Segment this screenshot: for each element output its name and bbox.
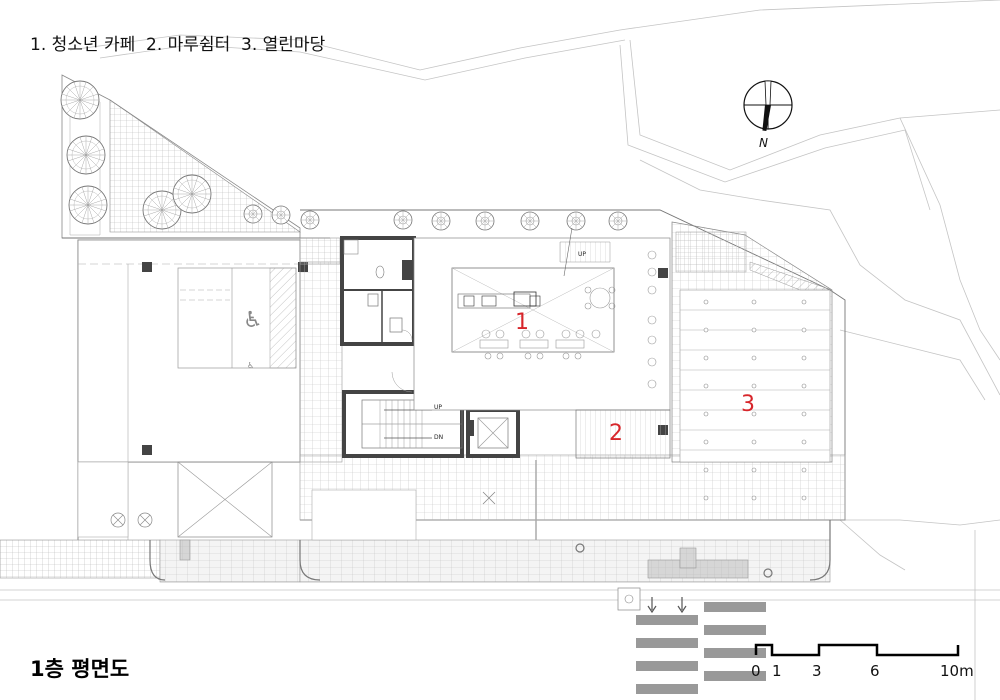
restroom-block [340, 236, 416, 346]
scale-tick-3: 3 [812, 662, 822, 680]
zone-label-1: 1 [515, 310, 529, 335]
scale-tick-10m: 10m [940, 662, 974, 680]
open-plaza [671, 221, 833, 501]
svg-text:♿: ♿ [247, 361, 254, 370]
zone-legend: 1. 청소년 카페 2. 마루쉼터 3. 열린마당 [30, 35, 326, 55]
scale-bar-graphic [754, 643, 960, 657]
svg-text:♿: ♿ [243, 308, 263, 333]
plan-title: 1층 평면도 [30, 657, 130, 681]
stair-up-label: UP [434, 404, 443, 411]
paving-zones [0, 237, 846, 583]
scale-tick-0: 0 [751, 662, 761, 680]
scale-tick-1: 1 [772, 662, 782, 680]
stair-dn-label: DN [434, 434, 444, 441]
curb-corners [149, 520, 831, 581]
zone-label-3: 3 [741, 392, 755, 417]
elevator [466, 408, 520, 458]
north-arrow-icon [743, 80, 793, 132]
parking-area: ♿ ♿ [77, 239, 308, 540]
cafe-stair-up-label: UP [578, 251, 587, 258]
maru-deck [575, 409, 671, 459]
planting-triangle [60, 74, 628, 239]
north-label: N [759, 136, 768, 150]
zone-label-2: 2 [609, 421, 623, 446]
crosswalk [617, 587, 766, 694]
scale-tick-6: 6 [870, 662, 880, 680]
youth-cafe [413, 227, 671, 435]
